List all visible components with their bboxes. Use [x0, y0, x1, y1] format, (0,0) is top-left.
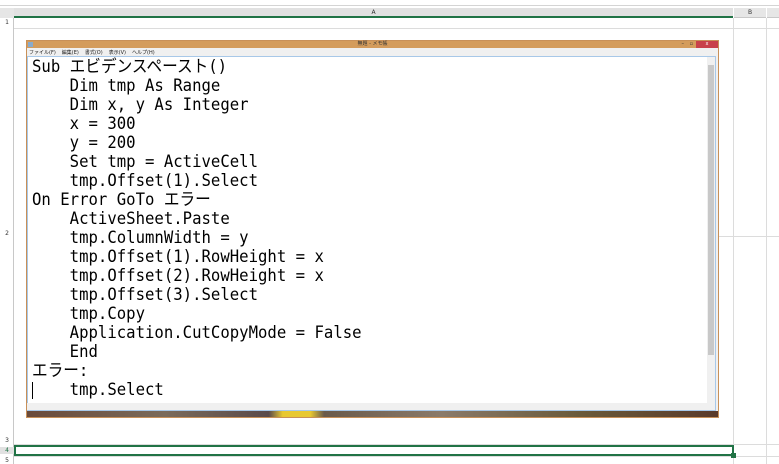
- fill-handle[interactable]: [731, 453, 736, 458]
- gridline: [719, 236, 779, 237]
- background-image-strip: [27, 411, 718, 417]
- minimize-button[interactable]: –: [681, 41, 685, 47]
- column-header-b[interactable]: B: [734, 8, 766, 18]
- formula-bar-area: [0, 0, 779, 6]
- gridline: [14, 456, 779, 457]
- text-cursor: [32, 382, 33, 399]
- scrollbar-thumb[interactable]: [708, 65, 714, 355]
- column-header-c[interactable]: [767, 8, 779, 18]
- notepad-window: 無題 - メモ帳 – ▫ x ファイル(F) 編集(E) 書式(O) 表示(V)…: [26, 40, 719, 418]
- restore-button[interactable]: ▫: [689, 41, 693, 47]
- row-header-1[interactable]: 1: [5, 19, 9, 26]
- row-header-3[interactable]: 3: [5, 437, 9, 444]
- row-header-5[interactable]: 5: [5, 457, 9, 464]
- menu-edit[interactable]: 編集(E): [61, 50, 79, 56]
- gridline: [14, 444, 779, 445]
- row-header-border: [13, 18, 14, 464]
- vertical-scrollbar[interactable]: [707, 57, 715, 410]
- text-editor[interactable]: Sub エビデンスペースト() Dim tmp As Range Dim x, …: [27, 56, 716, 411]
- menu-bar: ファイル(F) 編集(E) 書式(O) 表示(V) ヘルプ(H): [29, 49, 155, 56]
- window-title: 無題 - メモ帳: [357, 41, 388, 47]
- select-all-corner[interactable]: [0, 8, 14, 18]
- title-bar[interactable]: 無題 - メモ帳: [27, 41, 718, 48]
- gridline: [733, 18, 734, 464]
- menu-view[interactable]: 表示(V): [108, 50, 127, 56]
- row-header-4[interactable]: 4: [0, 447, 14, 454]
- gridline: [14, 28, 779, 29]
- horizontal-scrollbar[interactable]: [27, 403, 708, 410]
- menu-help[interactable]: ヘルプ(H): [132, 50, 155, 56]
- code-text[interactable]: Sub エビデンスペースト() Dim tmp As Range Dim x, …: [32, 57, 362, 400]
- notepad-icon: [28, 42, 33, 47]
- row-header-2[interactable]: 2: [5, 230, 9, 237]
- selected-cell-a4[interactable]: [14, 445, 734, 456]
- menu-file[interactable]: ファイル(F): [29, 50, 56, 56]
- close-button[interactable]: x: [696, 41, 718, 48]
- column-header-a[interactable]: A: [14, 8, 733, 18]
- menu-format[interactable]: 書式(O): [84, 50, 103, 56]
- gridline: [766, 18, 767, 464]
